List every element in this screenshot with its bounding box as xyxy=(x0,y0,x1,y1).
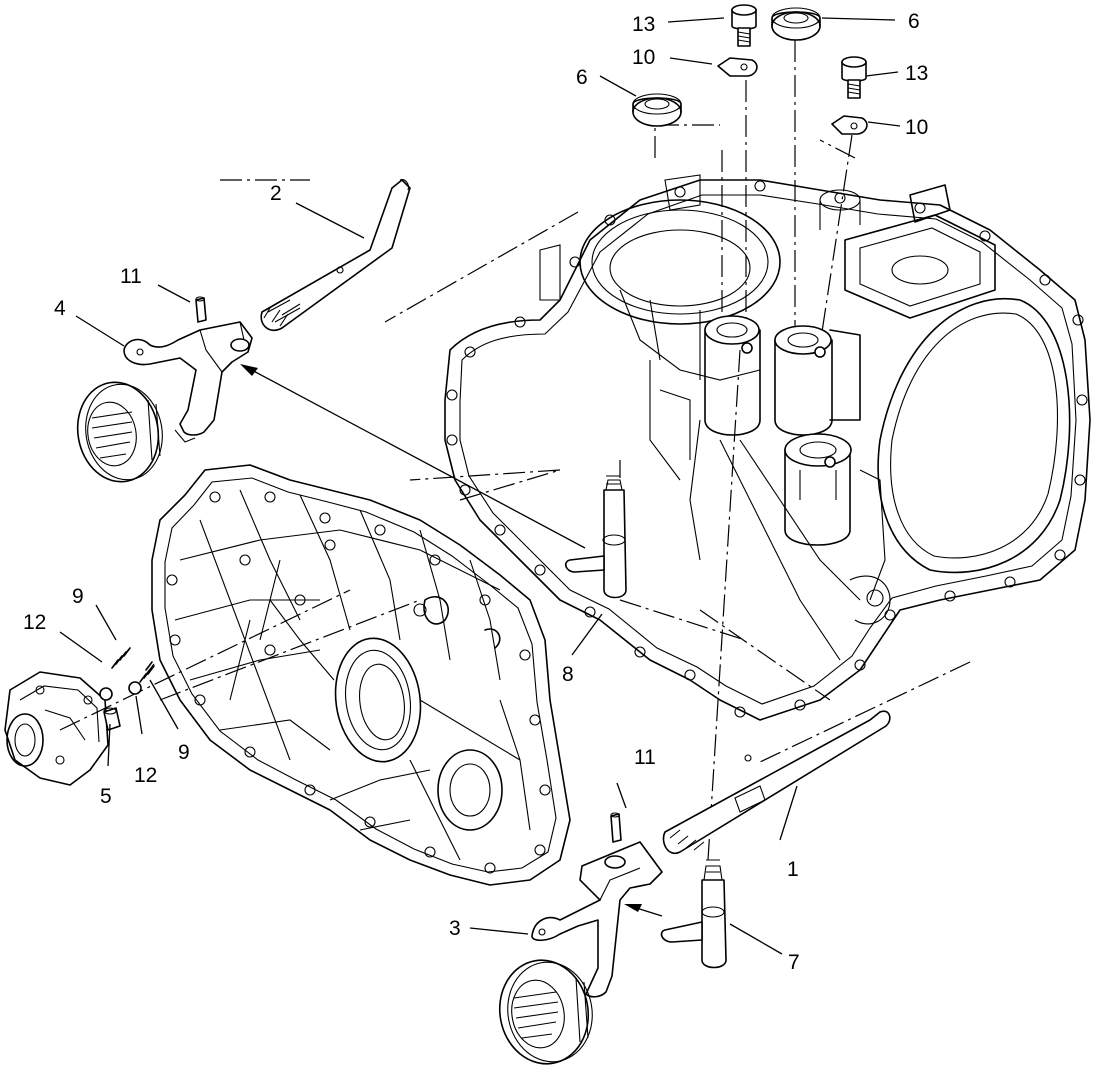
shift-lever-7 xyxy=(660,859,727,969)
shift-fork-4 xyxy=(123,321,253,443)
callout-6-top: 6 xyxy=(908,10,920,33)
callout-4: 4 xyxy=(54,297,66,320)
callout-13-top: 13 xyxy=(632,13,655,36)
leader-lines xyxy=(59,17,901,955)
detent-spring-9a xyxy=(111,647,131,669)
callout-10-right: 10 xyxy=(905,116,928,139)
callout-10-top: 10 xyxy=(632,46,655,69)
callout-12-lower: 12 xyxy=(134,764,157,787)
callout-1: 1 xyxy=(787,858,799,881)
callout-11-lower: 11 xyxy=(634,746,656,769)
detent-plug-5 xyxy=(103,707,121,731)
callout-9-upper: 9 xyxy=(72,585,84,608)
oil-seal-6a xyxy=(632,93,682,127)
phantom-lines xyxy=(59,40,971,861)
detent-ball-12a xyxy=(99,687,113,701)
shift-fork-shaft-1 xyxy=(662,710,891,855)
callout-2: 2 xyxy=(270,182,282,205)
lock-plate-10b xyxy=(831,115,868,135)
synchro-sleeve-lower xyxy=(498,959,593,1065)
rear-detent-housing xyxy=(4,671,109,786)
roll-pin-11b xyxy=(610,812,622,843)
callout-13-right: 13 xyxy=(905,62,928,85)
synchro-sleeve-upper xyxy=(76,381,163,483)
callout-6-left: 6 xyxy=(576,66,588,89)
detent-ball-12b xyxy=(128,681,142,695)
callout-11-upper: 11 xyxy=(120,265,142,288)
shift-fork-3 xyxy=(531,841,663,998)
shift-fork-shaft-2 xyxy=(260,179,411,332)
bolt-13a xyxy=(731,4,757,47)
callout-3: 3 xyxy=(449,917,461,940)
transmission-case xyxy=(444,174,1091,721)
callout-7: 7 xyxy=(788,951,800,974)
callout-5: 5 xyxy=(100,785,112,808)
roll-pin-11a xyxy=(195,296,207,323)
callout-numbers: 13 6 10 6 13 10 2 11 4 9 12 8 9 11 12 5 … xyxy=(23,10,928,974)
callout-8: 8 xyxy=(562,663,574,686)
bolt-13b xyxy=(841,56,867,99)
front-cover-housing xyxy=(151,464,571,886)
callout-9-lower: 9 xyxy=(178,741,190,764)
shift-lever-8 xyxy=(564,475,627,599)
lock-plate-10a xyxy=(717,57,758,77)
oil-seal-6b xyxy=(771,7,821,41)
callout-12-left: 12 xyxy=(23,611,46,634)
assembly-arrows xyxy=(240,364,663,917)
detent-spring-9b xyxy=(139,661,155,683)
